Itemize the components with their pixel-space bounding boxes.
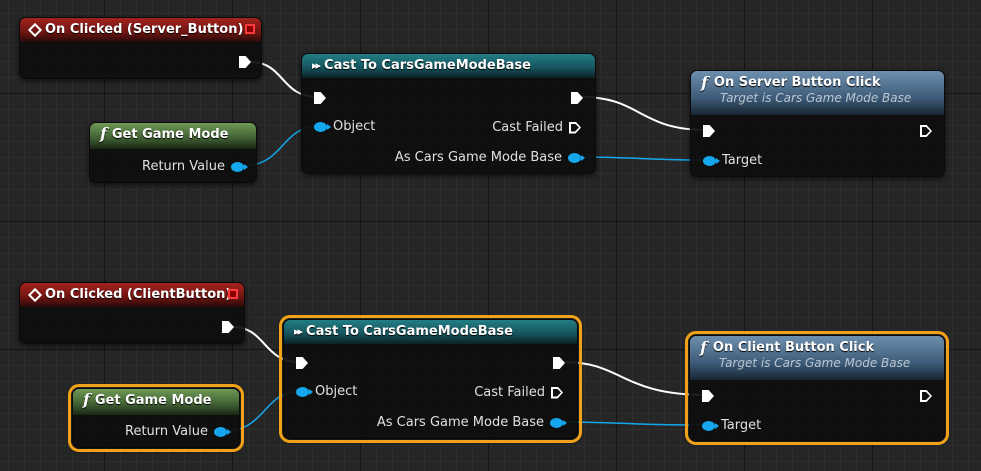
exec-pin-icon[interactable] <box>553 357 565 369</box>
return-value-label-client: Return Value <box>125 424 208 439</box>
event-diamond-icon <box>27 22 43 38</box>
return-value-pin-server[interactable]: Return Value <box>142 159 248 174</box>
get-game-mode-node-server[interactable]: f Get Game Mode Return Value <box>89 122 257 183</box>
function-title-server: On Server Button Click <box>713 75 881 90</box>
exec-pin-icon[interactable] <box>571 92 583 104</box>
event-node-client[interactable]: On Clicked (ClientButton) <box>19 282 245 344</box>
target-pin-client[interactable]: Target <box>702 418 761 433</box>
exec-pin-icon[interactable] <box>702 390 714 402</box>
function-f-icon: f <box>83 390 90 409</box>
cast-failed-label-server: Cast Failed <box>492 120 563 135</box>
object-pin-icon[interactable] <box>568 152 585 163</box>
cast-output-label-server: As Cars Game Mode Base <box>394 150 562 165</box>
target-pin-server[interactable]: Target <box>703 153 762 168</box>
object-wire-cast-to-function-server[interactable] <box>579 156 707 161</box>
cast-title-client: Cast To CarsGameModeBase <box>306 324 513 339</box>
event-diamond-icon <box>27 287 43 303</box>
delegate-square-icon[interactable] <box>228 289 238 299</box>
event-header-server: On Clicked (Server_Button) <box>20 18 261 42</box>
object-pin-icon[interactable] <box>314 121 331 132</box>
object-label-client: Object <box>315 384 358 399</box>
get-game-mode-node-client[interactable]: f Get Game Mode Return Value <box>68 384 244 452</box>
cast-output-pin-client[interactable]: As Cars Game Mode Base <box>376 415 567 430</box>
exec-in-pin-server-function[interactable] <box>703 125 715 137</box>
get-game-mode-header-client: f Get Game Mode <box>73 389 239 415</box>
cast-output-label-client: As Cars Game Mode Base <box>376 415 544 430</box>
exec-out-pin-client-event[interactable] <box>222 321 234 333</box>
cast-arrow-icon: ▸▸ <box>294 325 303 338</box>
get-game-mode-title-client: Get Game Mode <box>94 393 212 408</box>
exec-pin-icon[interactable] <box>296 357 308 369</box>
function-node-server[interactable]: f On Server Button Click Target is Cars … <box>690 70 945 177</box>
exec-pin-icon[interactable] <box>314 92 326 104</box>
exec-out-pin-client-cast[interactable] <box>553 357 565 369</box>
exec-in-pin-server-cast[interactable] <box>314 92 326 104</box>
exec-in-pin-client-cast[interactable] <box>296 357 308 369</box>
function-node-client[interactable]: f On Client Button Click Target is Cars … <box>685 331 949 445</box>
function-title-client: On Client Button Click <box>712 340 875 355</box>
exec-out-pin-server-event[interactable] <box>239 56 251 68</box>
target-label-client: Target <box>721 418 762 433</box>
target-label-server: Target <box>722 153 763 168</box>
object-pin-icon[interactable] <box>214 426 231 437</box>
function-f-icon: f <box>701 72 708 92</box>
cast-title-server: Cast To CarsGameModeBase <box>324 58 531 73</box>
function-header-client: f On Client Button Click Target is Cars … <box>690 336 944 380</box>
event-title-server: On Clicked (Server_Button) <box>45 22 244 37</box>
exec-pin-hollow-icon[interactable] <box>551 386 563 399</box>
exec-pin-hollow-icon[interactable] <box>920 125 932 137</box>
exec-in-pin-client-function[interactable] <box>702 390 714 402</box>
exec-pin-icon[interactable] <box>239 56 251 68</box>
cast-header-server: ▸▸ Cast To CarsGameModeBase <box>302 54 595 78</box>
cast-output-pin-server[interactable]: As Cars Game Mode Base <box>394 150 585 165</box>
function-subtitle-server: Target is Cars Game Mode Base <box>720 91 912 105</box>
function-subtitle-client: Target is Cars Game Mode Base <box>719 356 911 370</box>
object-in-pin-client[interactable]: Object <box>296 384 357 399</box>
exec-pin-hollow-icon[interactable] <box>920 390 932 402</box>
event-title-client: On Clicked (ClientButton) <box>45 287 232 302</box>
exec-wire-cast-to-function-server[interactable] <box>581 96 707 131</box>
get-game-mode-title-server: Get Game Mode <box>111 127 229 142</box>
cast-node-client[interactable]: ▸▸ Cast To CarsGameModeBase Object Cast … <box>279 315 582 443</box>
get-game-mode-header-server: f Get Game Mode <box>90 123 256 149</box>
function-header-server: f On Server Button Click Target is Cars … <box>691 71 944 115</box>
cast-arrow-icon: ▸▸ <box>312 59 321 72</box>
exec-out-pin-server-function[interactable] <box>920 125 932 137</box>
delegate-square-icon[interactable] <box>245 24 255 34</box>
cast-node-server[interactable]: ▸▸ Cast To CarsGameModeBase Object Cast … <box>301 53 596 174</box>
cast-failed-label-client: Cast Failed <box>474 385 545 400</box>
event-header-client: On Clicked (ClientButton) <box>20 283 244 307</box>
exec-out-pin-client-function[interactable] <box>920 390 932 402</box>
object-pin-icon[interactable] <box>702 420 719 431</box>
object-pin-icon[interactable] <box>231 161 248 172</box>
cast-failed-pin-server[interactable]: Cast Failed <box>492 120 581 135</box>
object-pin-icon[interactable] <box>550 417 567 428</box>
event-node-server[interactable]: On Clicked (Server_Button) <box>19 17 262 79</box>
exec-pin-hollow-icon[interactable] <box>569 121 581 134</box>
cast-header-client: ▸▸ Cast To CarsGameModeBase <box>284 320 577 344</box>
object-wire-cast-to-function-client[interactable] <box>561 421 707 426</box>
exec-out-pin-server-cast[interactable] <box>571 92 583 104</box>
return-value-label-server: Return Value <box>142 159 225 174</box>
cast-failed-pin-client[interactable]: Cast Failed <box>474 385 563 400</box>
object-in-pin-server[interactable]: Object <box>314 119 375 134</box>
return-value-pin-client[interactable]: Return Value <box>125 424 231 439</box>
function-f-icon: f <box>100 124 107 143</box>
exec-pin-icon[interactable] <box>703 125 715 137</box>
object-label-server: Object <box>333 119 376 134</box>
exec-wire-cast-to-function-client[interactable] <box>563 361 707 396</box>
object-pin-icon[interactable] <box>703 155 720 166</box>
object-pin-icon[interactable] <box>296 386 313 397</box>
function-f-icon: f <box>700 337 707 357</box>
exec-pin-icon[interactable] <box>222 321 234 333</box>
